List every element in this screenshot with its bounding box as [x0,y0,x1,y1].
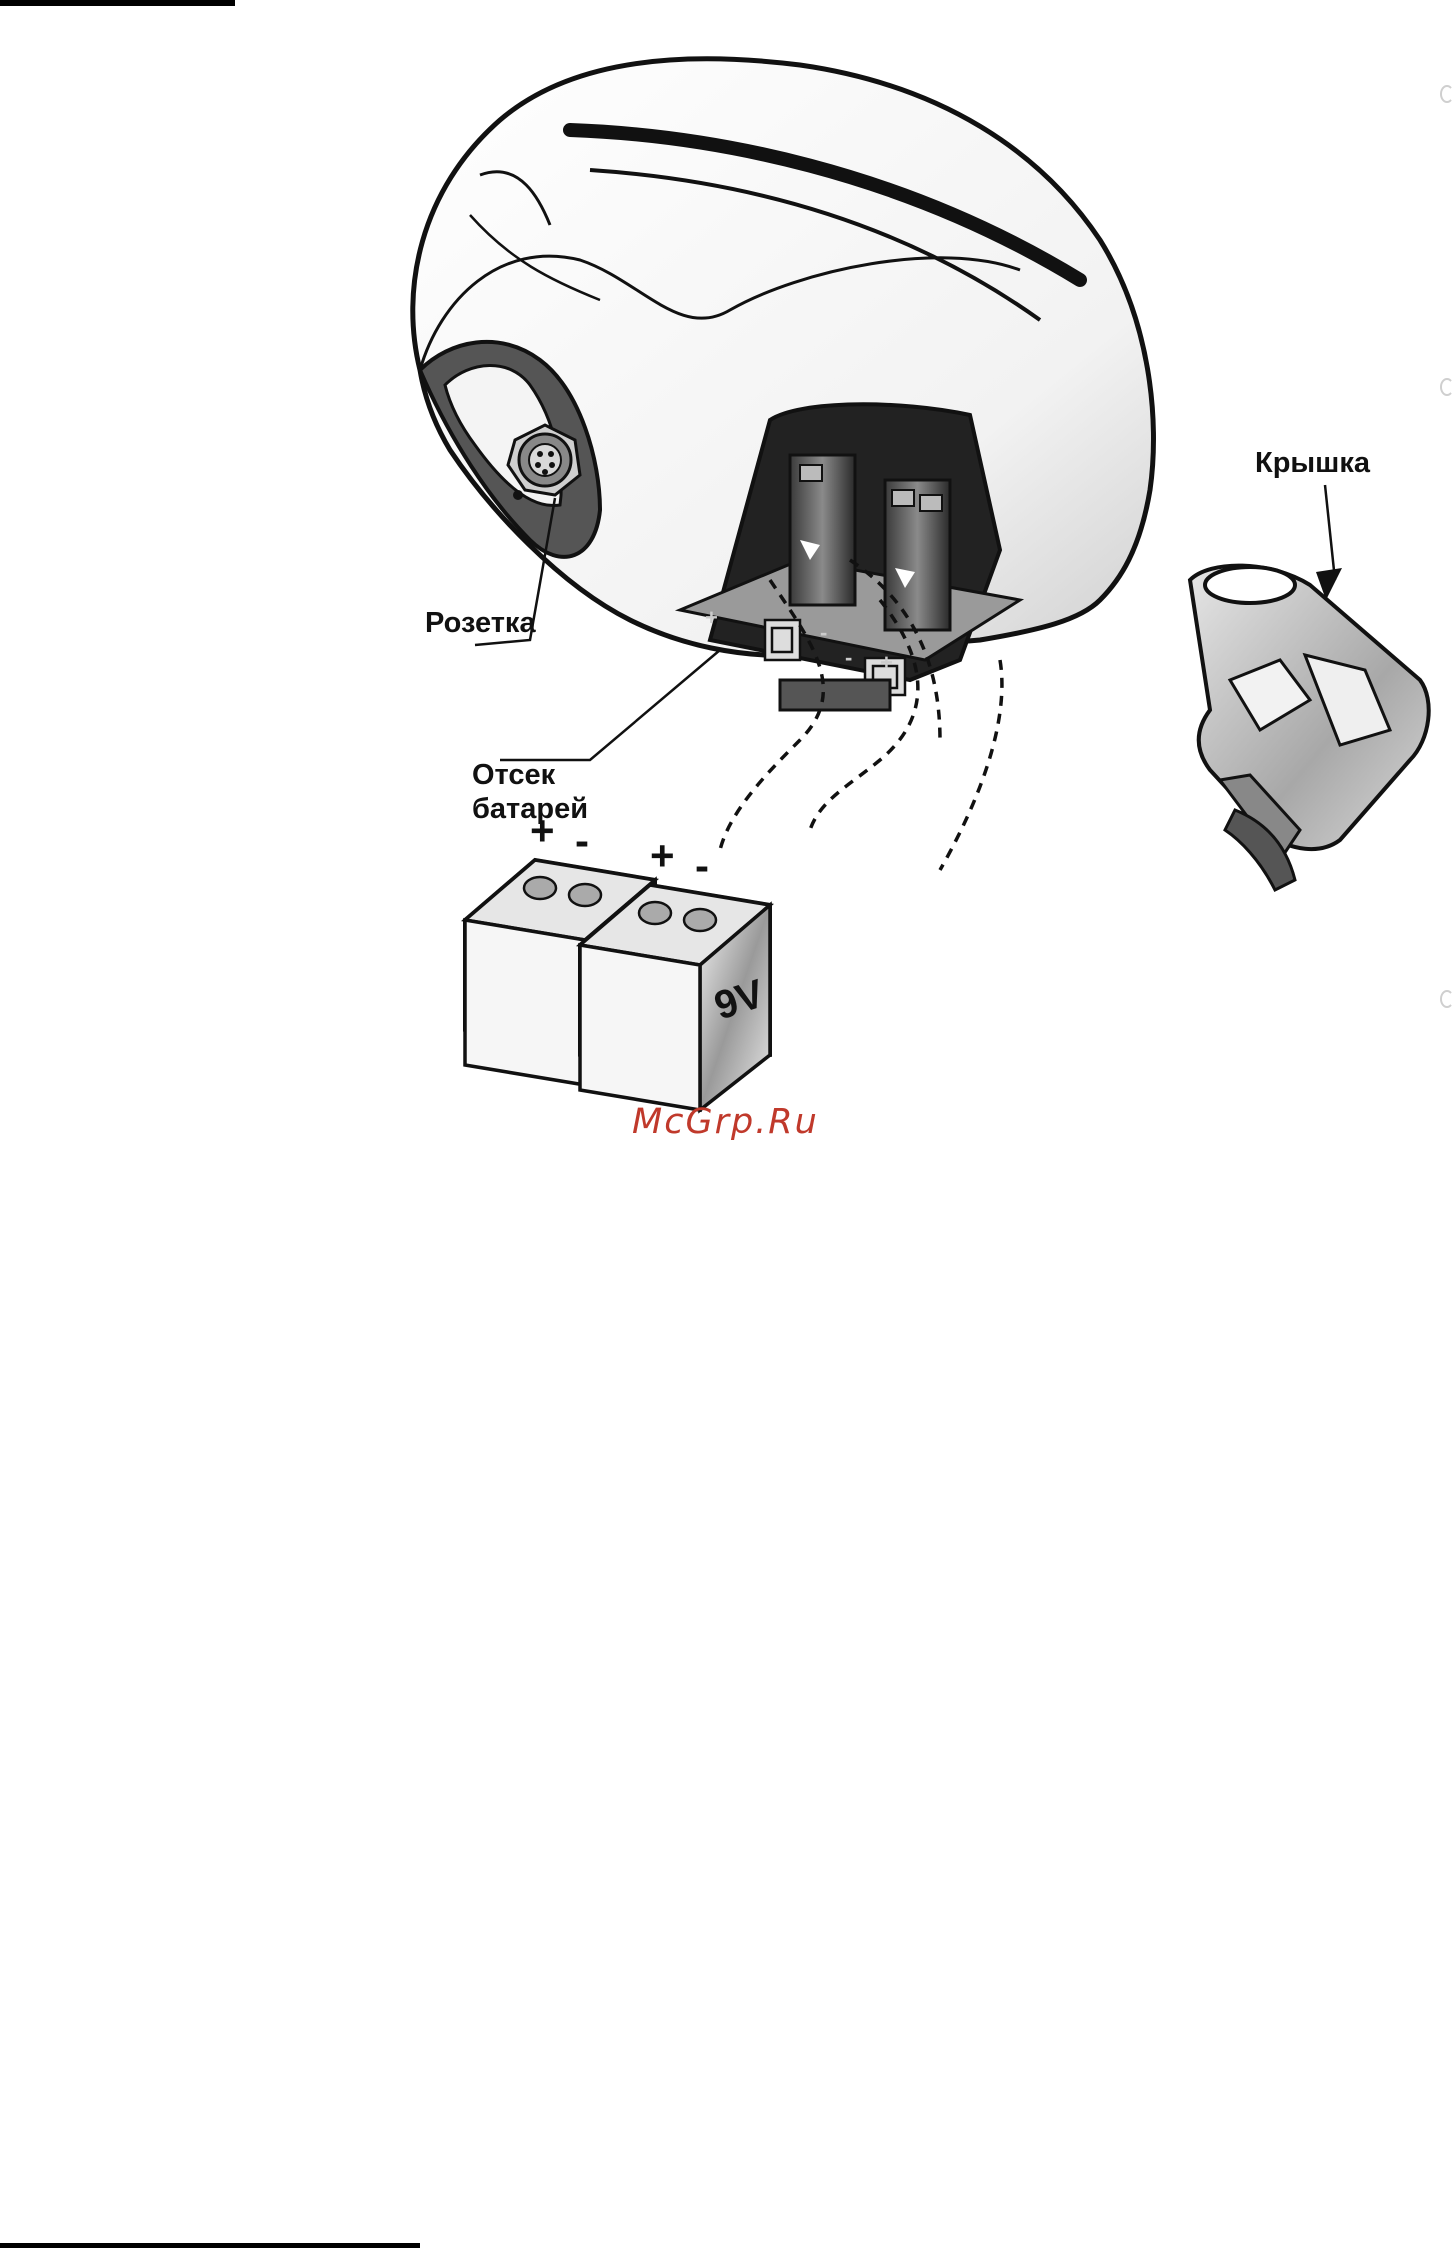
svg-text:+: + [705,605,718,630]
scan-artifact-mark [1440,378,1454,396]
svg-text:+: + [650,832,675,879]
svg-text:-: - [845,645,852,670]
label-compartment-line2: батарей [472,792,588,826]
scan-artifact-mark [1440,85,1454,103]
svg-text:+: + [880,650,893,675]
watermark-text: McGrp.Ru [632,1102,819,1142]
top-rule [0,0,235,6]
label-cover: Крышка [1255,446,1370,480]
svg-text:-: - [695,842,709,889]
label-compartment-line1: Отсек [472,758,588,792]
battery-cover [1190,566,1429,890]
svg-text:-: - [820,620,827,645]
label-socket: Розетка [425,606,536,640]
battery-installation-diagram: + - - + 9V + - 9V + - [380,40,1455,1130]
bottom-rule [0,2243,420,2248]
scan-artifact-mark [1440,990,1454,1008]
label-battery-compartment: Отсек батарей [472,758,588,826]
